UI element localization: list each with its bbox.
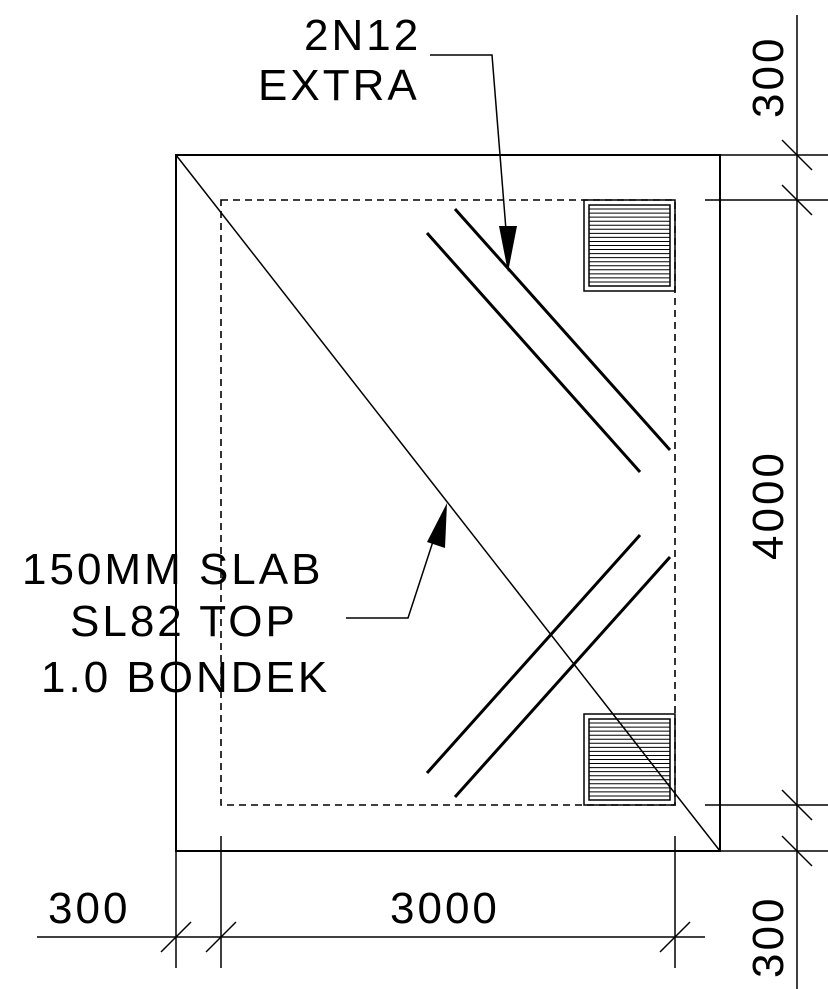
slab-label-line1: 150MM SLAB — [22, 545, 323, 594]
slab-leader-arrowhead — [427, 503, 447, 548]
rebar-label-line1: 2N12 — [304, 11, 421, 60]
slab-label-line3: 1.0 BONDEK — [41, 653, 330, 702]
dim-bottom-left: 300 — [48, 884, 130, 933]
extra-bar-upper-1 — [425, 232, 642, 473]
extra-bar-lower-2 — [453, 555, 672, 799]
dim-right-span: 4000 — [744, 450, 793, 560]
rebar-leader-arrowhead — [499, 226, 517, 272]
bottom-tick-1 — [160, 921, 192, 953]
inner-dashed-boundary — [220, 199, 676, 806]
extra-bar-lower-1 — [425, 533, 642, 775]
hatched-support-bottom — [583, 713, 676, 806]
bottom-tick-3 — [659, 921, 691, 953]
right-tick-2 — [781, 184, 813, 216]
right-tick-1 — [781, 139, 813, 171]
dim-right-bottom: 300 — [744, 896, 793, 978]
rebar-label-line2: EXTRA — [258, 61, 420, 110]
extra-bar-upper-2 — [453, 208, 672, 451]
dim-bottom-span: 3000 — [390, 884, 500, 933]
slab-outline — [175, 154, 721, 852]
hatched-support-top — [583, 199, 676, 292]
right-tick-3 — [781, 789, 813, 821]
rebar-leader — [430, 54, 517, 272]
bottom-tick-2 — [205, 921, 237, 953]
slab-label-line2: SL82 TOP — [70, 597, 298, 646]
dim-right-top: 300 — [744, 36, 793, 118]
right-tick-4 — [781, 835, 813, 867]
span-diagonal-line — [175, 154, 721, 852]
slab-leader — [346, 503, 447, 619]
